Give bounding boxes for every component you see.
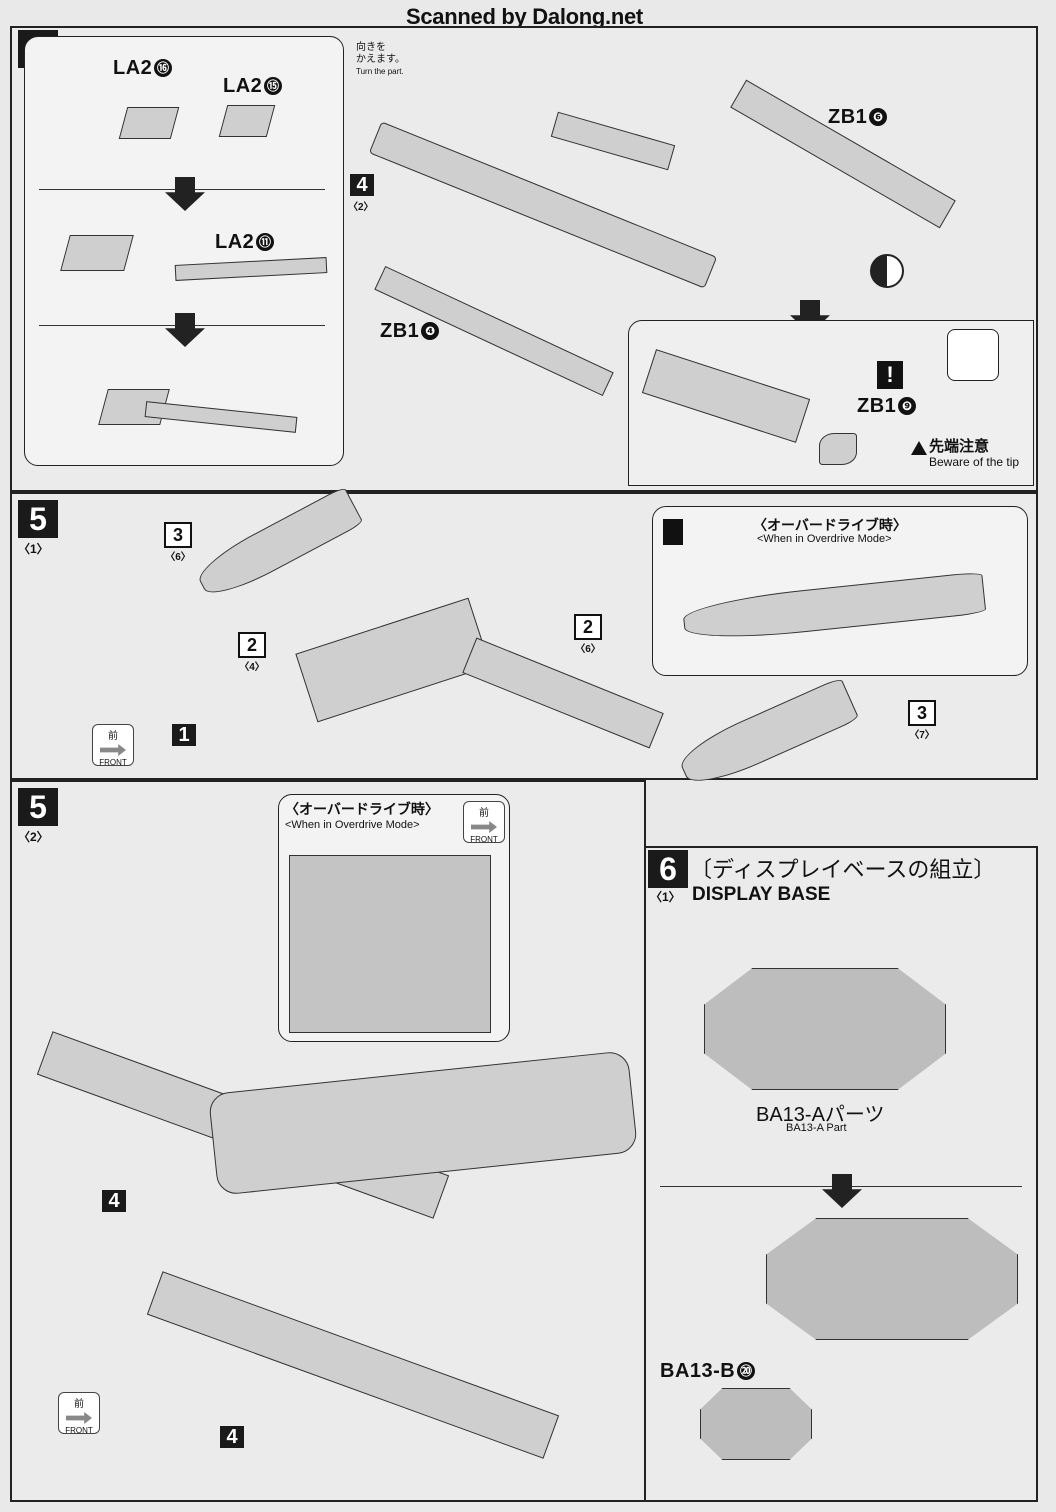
wing-part-2b bbox=[462, 637, 664, 749]
step4-ref-badge-sub: 〈2〉 bbox=[348, 202, 374, 213]
step5b-number: 5 bbox=[18, 788, 58, 826]
tip-assembly bbox=[641, 349, 811, 443]
ref-badge-1: 1 bbox=[172, 724, 196, 746]
step6-panel: 6 〔ディスプレイベースの組立〕 〈1〉 DISPLAY BASE BA13-A… bbox=[644, 846, 1038, 1502]
zb1-6-part bbox=[730, 79, 956, 229]
ba13-a-label-jp: BA13-Aパーツ bbox=[756, 1104, 885, 1126]
step5a-sub: 〈1〉 bbox=[18, 542, 49, 556]
ref-badge-4-lower: 4 bbox=[220, 1426, 244, 1448]
ref-badge-3-6: 3〈6〉 bbox=[164, 522, 192, 563]
down-arrow-icon bbox=[165, 177, 205, 211]
overdrive-detail bbox=[289, 855, 491, 1033]
step6-title-jp: 〔ディスプレイベースの組立〕 bbox=[690, 857, 996, 882]
tip-warning-jp: 先端注意 bbox=[929, 438, 990, 455]
overdrive-title-en: <When in Overdrive Mode> bbox=[285, 819, 420, 831]
step6-title-en: DISPLAY BASE bbox=[692, 884, 831, 905]
la2-combined-part bbox=[60, 235, 134, 271]
la2-assembled-blade bbox=[144, 401, 298, 433]
step6-sub: 〈1〉 bbox=[650, 890, 681, 904]
ref-badge-4-upper: 4 bbox=[102, 1190, 126, 1212]
ba13-b-part bbox=[700, 1388, 812, 1460]
half-circle-icon bbox=[870, 254, 904, 288]
ref-badge-2-4: 2〈4〉 bbox=[238, 632, 266, 673]
ba13-a-label-en: BA13-A Part bbox=[786, 1122, 847, 1134]
warning-triangle-icon bbox=[911, 441, 927, 455]
overdrive-title-jp: 〈オーバードライブ時〉 bbox=[753, 517, 907, 533]
step6-number: 6 bbox=[648, 850, 688, 888]
overdrive-wing bbox=[681, 571, 987, 645]
display-base-assembled bbox=[766, 1218, 1018, 1340]
zb1-9-tip bbox=[819, 433, 857, 465]
la2-15-part bbox=[218, 105, 276, 137]
ref-badge-3-7: 3〈7〉 bbox=[908, 700, 936, 741]
overdrive-icon bbox=[663, 519, 683, 545]
overdrive-title-jp: 〈オーバードライブ時〉 bbox=[285, 801, 439, 817]
turn-jp-2: かえます。 bbox=[356, 54, 405, 65]
step5a-number: 5 bbox=[18, 500, 58, 538]
watermark: Scanned by Dalong.net bbox=[406, 4, 643, 29]
weapon-cap bbox=[550, 111, 676, 171]
step5b-panel: 5 〈2〉 〈オーバードライブ時〉 <When in Overdrive Mod… bbox=[10, 780, 646, 1502]
tip-warning-en: Beware of the tip bbox=[929, 455, 1020, 469]
step4-ref-badge: 4 bbox=[350, 174, 374, 196]
turn-jp-1: 向きを bbox=[356, 42, 386, 53]
overdrive-inset: 〈オーバードライブ時〉 <When in Overdrive Mode> bbox=[652, 506, 1028, 676]
main-body bbox=[295, 597, 491, 723]
ref-badge-2-6: 2〈6〉 bbox=[574, 614, 602, 655]
overdrive-title-en: <When in Overdrive Mode> bbox=[757, 533, 892, 545]
la2-16-part bbox=[118, 107, 180, 139]
wing-part-3a bbox=[192, 486, 364, 604]
ba13-a-base bbox=[704, 968, 946, 1090]
mech-assembly bbox=[207, 1050, 639, 1196]
down-arrow-icon bbox=[822, 1174, 862, 1208]
caution-icon: ! bbox=[877, 361, 903, 389]
turn-part-note: 向きを かえます。 Turn the part. bbox=[356, 42, 405, 78]
wing-part-3b bbox=[674, 676, 860, 794]
down-arrow-icon bbox=[165, 313, 205, 347]
step5b-sub: 〈2〉 bbox=[18, 830, 49, 844]
turn-en: Turn the part. bbox=[356, 67, 404, 76]
circle-part-icon bbox=[947, 329, 999, 381]
weapon-lower bbox=[146, 1271, 560, 1459]
la2-11-blade bbox=[174, 257, 328, 281]
